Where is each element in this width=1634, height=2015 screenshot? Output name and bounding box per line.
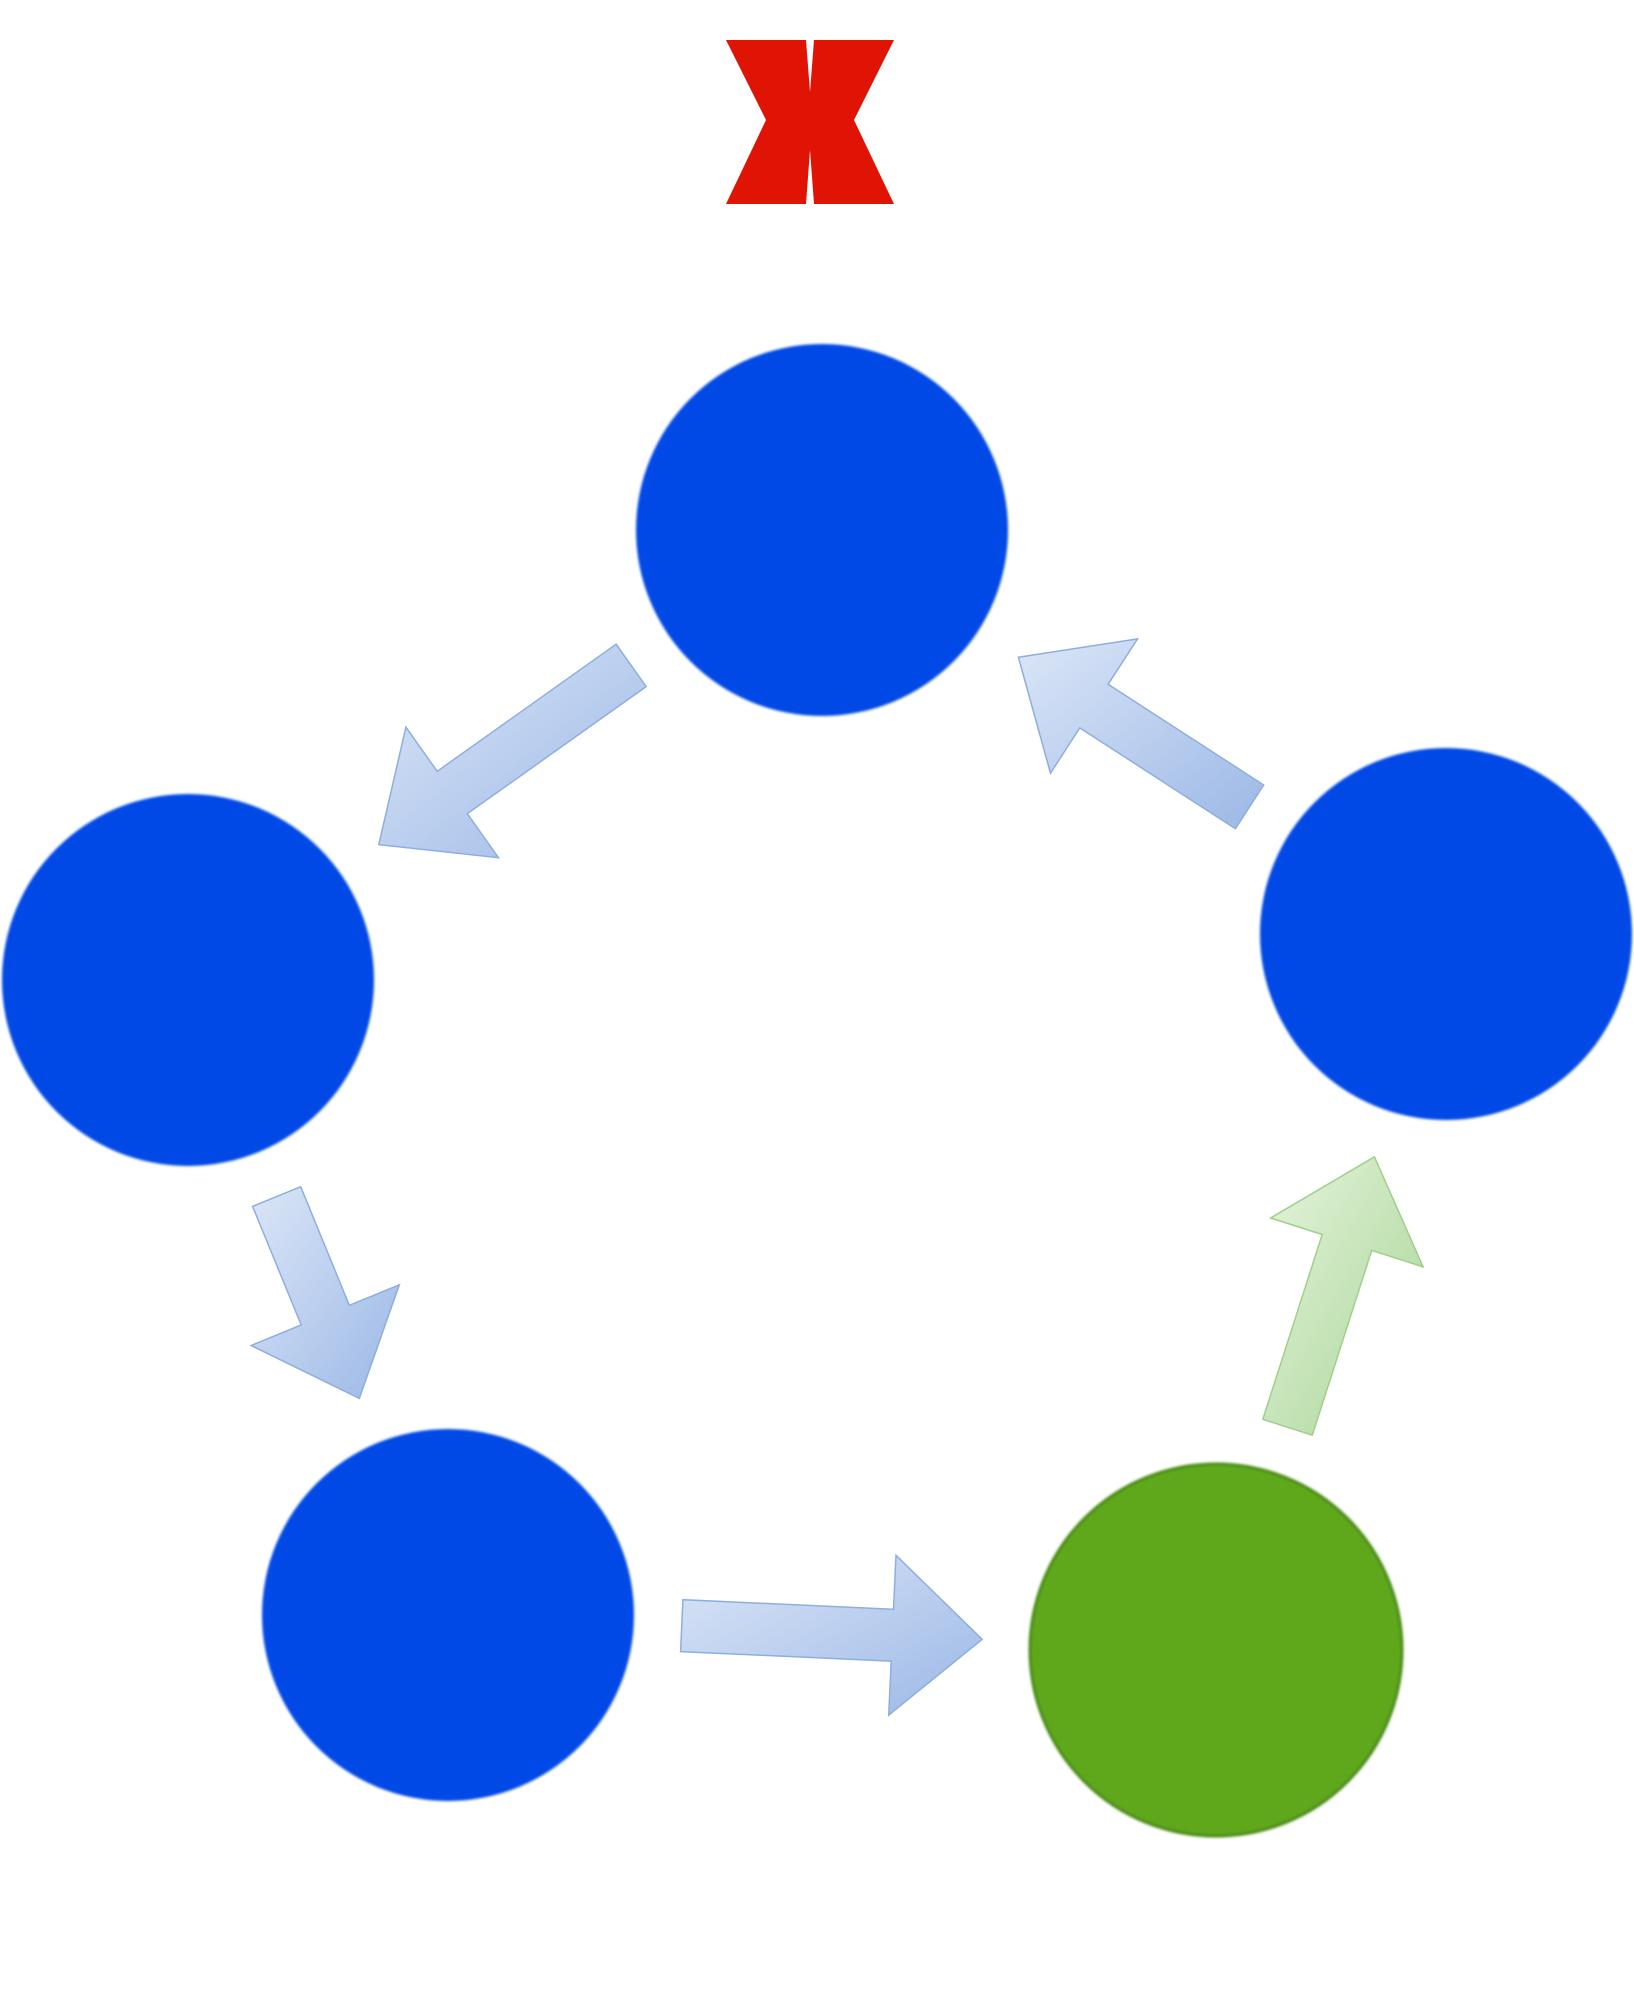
arrow-bottom-left-to-bottom-right [679,1553,984,1717]
x-mark-icon [726,40,894,204]
arrow-right-to-top [1017,637,1265,830]
node-right [1260,748,1632,1120]
arrows-layer [249,637,1425,1717]
node-bottom-left [262,1429,634,1801]
x-mark-shape [726,40,894,204]
arrow-top-to-left [377,643,648,859]
node-bottom-right [1028,1462,1404,1838]
node-top [636,344,1008,716]
nodes-layer [2,344,1632,1838]
node-left [2,794,374,1166]
arrow-bottom-right-to-right [1261,1155,1425,1437]
arrow-left-to-bottom-left [249,1185,401,1400]
